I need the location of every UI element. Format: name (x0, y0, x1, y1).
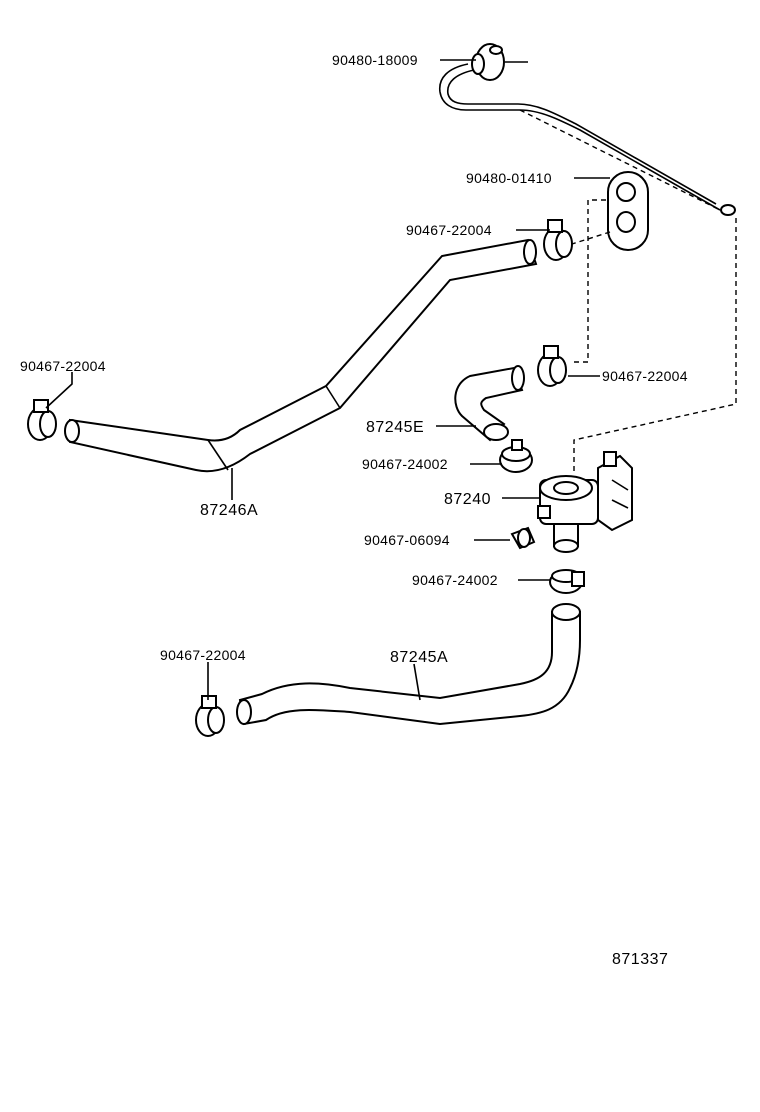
hose-icon (236, 603, 581, 726)
clamp-icon (27, 399, 57, 441)
clamp-icon (549, 569, 585, 594)
clamp-icon (537, 345, 567, 387)
ring-terminal-icon (720, 204, 736, 216)
label-grommet: 90480-18009 (332, 52, 418, 68)
plate-icon (607, 171, 649, 251)
label-clamp-left: 90467-22004 (20, 358, 106, 374)
clip-icon (510, 526, 536, 550)
label-hose-a-upper: 87246A (200, 502, 258, 519)
label-valve: 87240 (444, 491, 491, 508)
label-clip: 90467-06094 (364, 532, 450, 548)
clamp-icon (195, 695, 225, 737)
cable (439, 61, 736, 216)
label-hose-a-lower: 87245A (390, 649, 448, 666)
valve-icon (537, 451, 633, 553)
label-hose-e: 87245E (366, 419, 424, 436)
label-clamp-valve-bottom: 90467-24002 (412, 572, 498, 588)
figure-code: 871337 (612, 951, 668, 968)
hose-icon (64, 238, 538, 473)
label-clamp-right: 90467-22004 (602, 368, 688, 384)
label-grommet-plate: 90480-01410 (466, 170, 552, 186)
label-clamp-top: 90467-22004 (406, 222, 492, 238)
grommet-icon (471, 43, 505, 81)
label-clamp-valve-top: 90467-24002 (362, 456, 448, 472)
label-clamp-bottom-left: 90467-22004 (160, 647, 246, 663)
clamp-icon (543, 219, 573, 261)
hose-icon (454, 365, 525, 442)
clamp-icon (499, 439, 533, 473)
